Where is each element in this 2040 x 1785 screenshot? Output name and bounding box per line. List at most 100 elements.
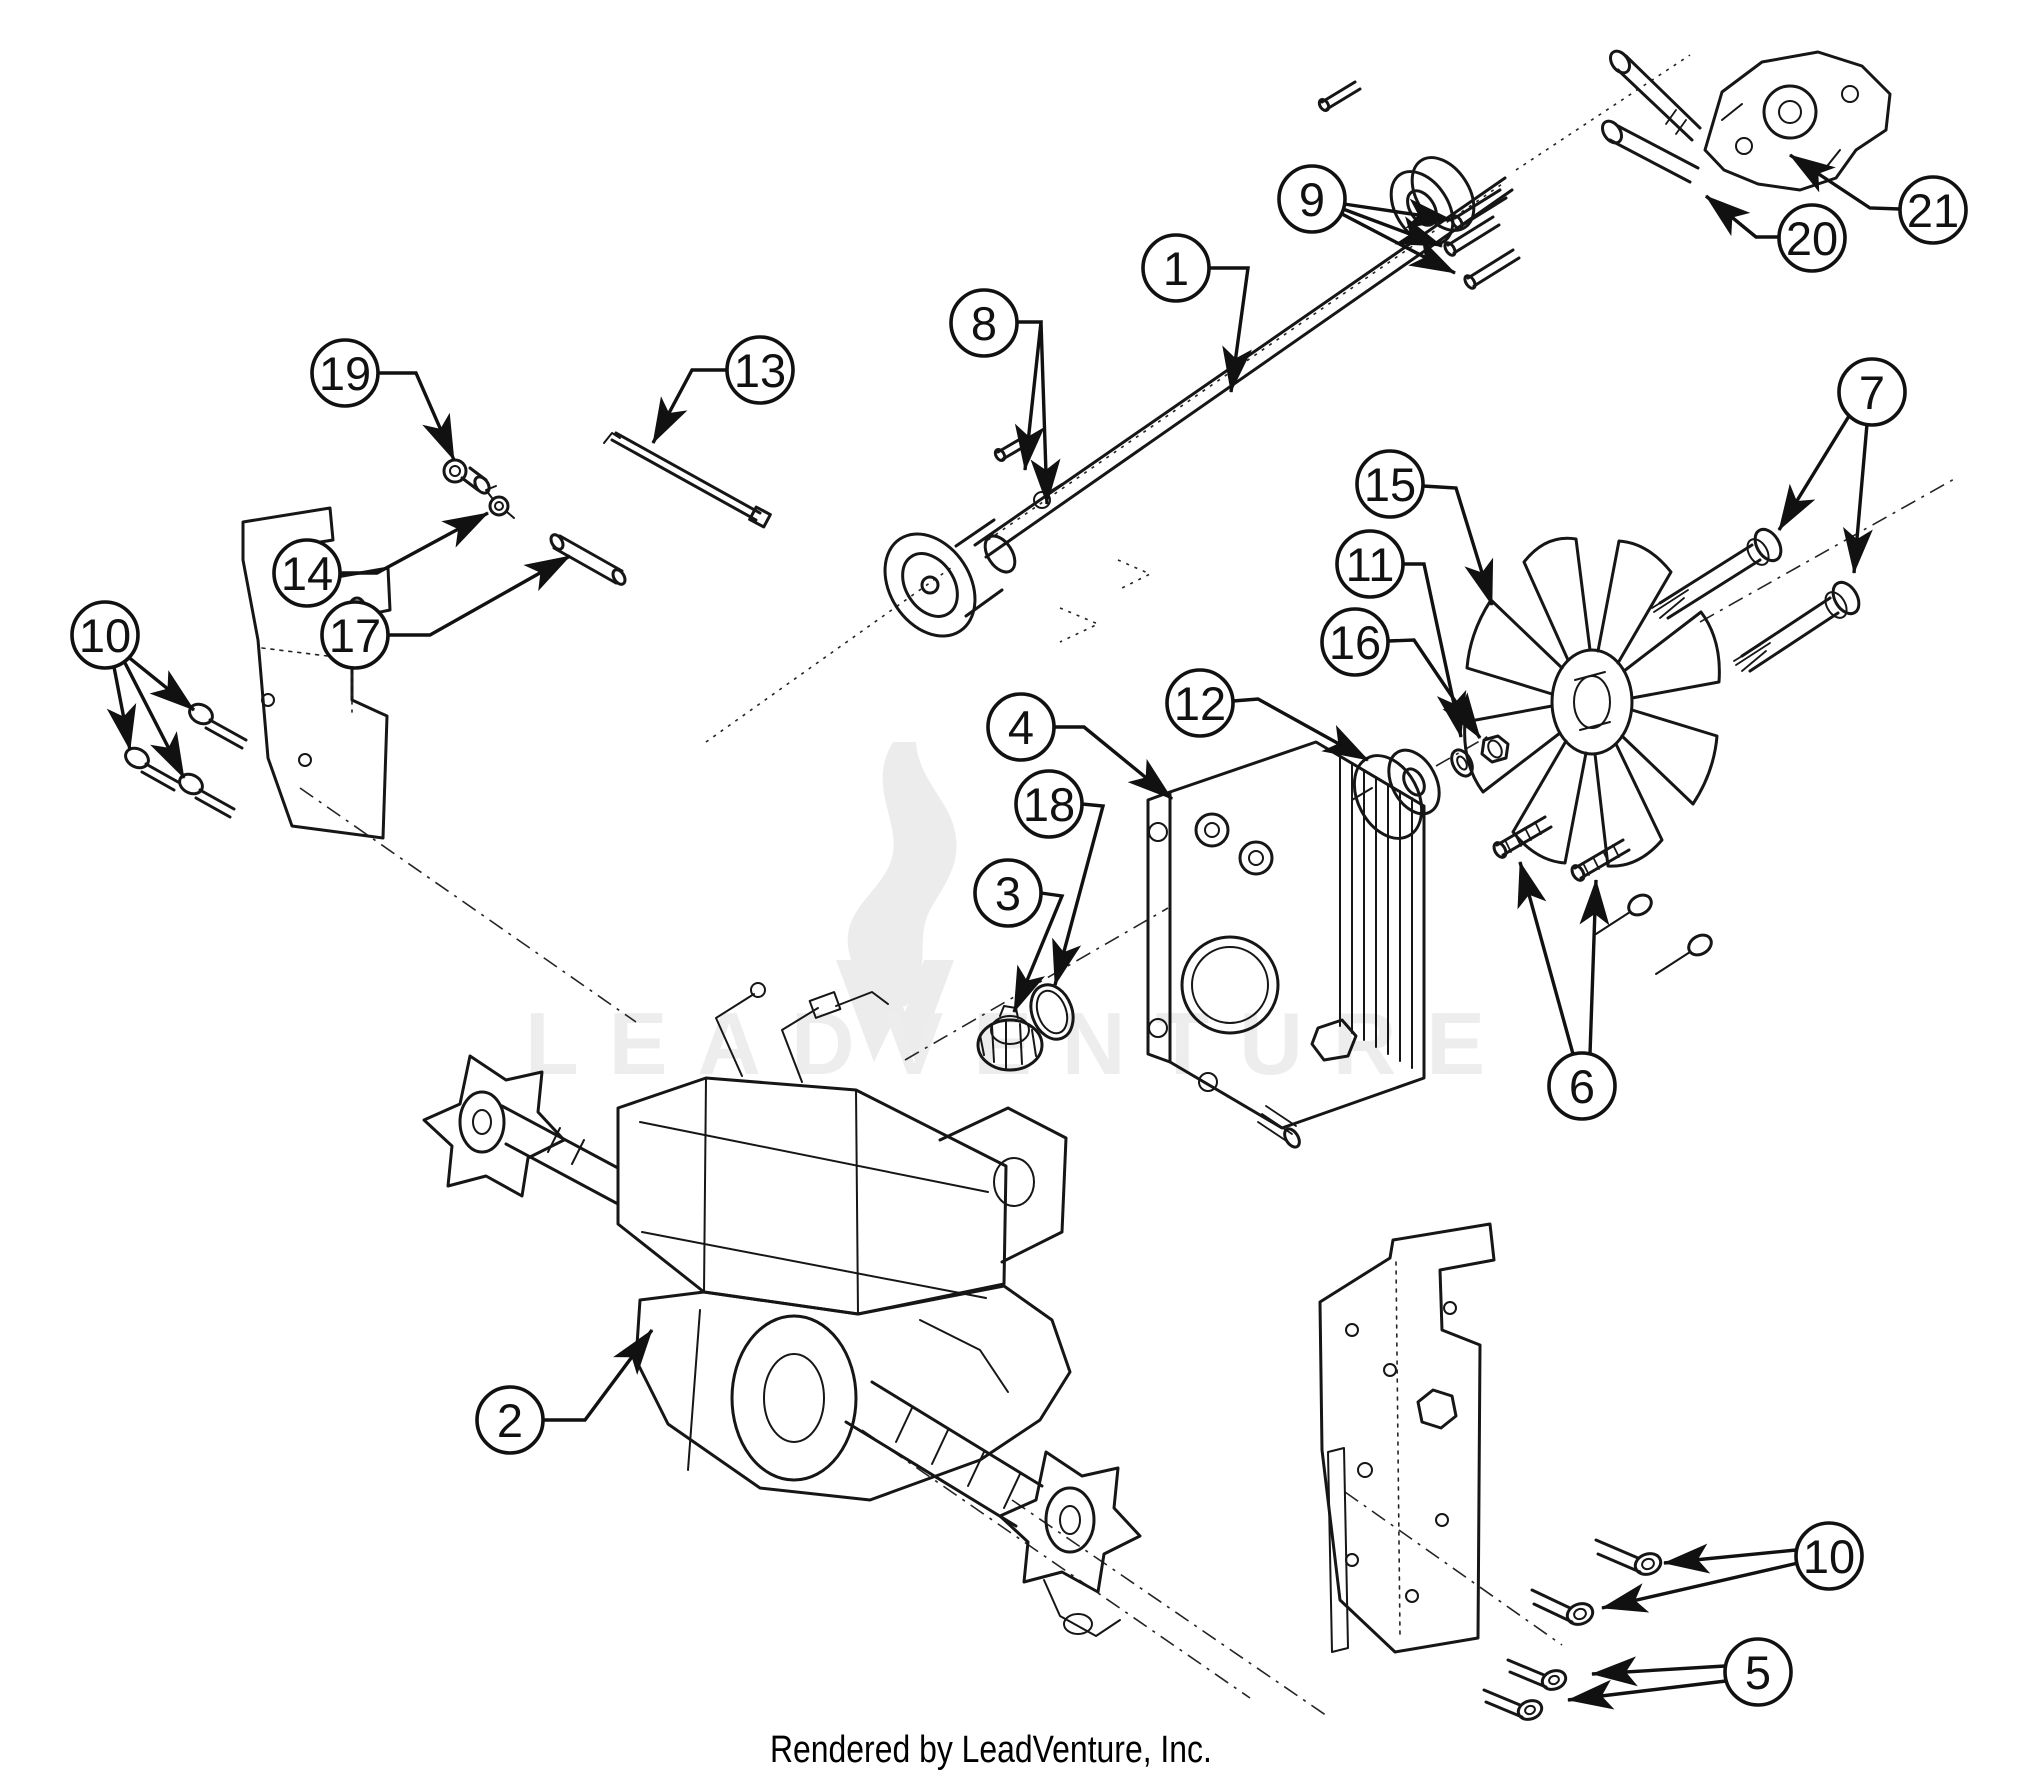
callout-17[interactable]: 17 bbox=[320, 554, 571, 670]
callout-3[interactable]: 3 bbox=[973, 858, 1065, 1013]
leader-arrow bbox=[1591, 1656, 1726, 1687]
balloon-number: 14 bbox=[281, 547, 333, 600]
cable-tie-drawing bbox=[603, 431, 772, 529]
leader-arrow bbox=[340, 511, 489, 575]
leader-arrow bbox=[651, 368, 727, 444]
leader-arrow bbox=[1030, 321, 1061, 505]
callout-21[interactable]: 21 bbox=[1789, 153, 1968, 245]
callout-4[interactable]: 4 bbox=[986, 692, 1174, 801]
leader-arrow bbox=[1579, 879, 1610, 1055]
leader-arrow bbox=[1209, 266, 1252, 393]
balloon-number: 12 bbox=[1174, 677, 1226, 730]
pump-bracket-drawing bbox=[1600, 49, 1892, 192]
balloon-number: 4 bbox=[1008, 701, 1034, 754]
balloon-circle[interactable] bbox=[1777, 203, 1847, 273]
callout-9[interactable]: 9 bbox=[1277, 164, 1456, 275]
callout-14[interactable]: 14 bbox=[272, 511, 489, 608]
callout-1[interactable]: 1 bbox=[1141, 233, 1252, 393]
balloon-circle[interactable] bbox=[1723, 1637, 1793, 1707]
clamp-drawing bbox=[485, 485, 515, 519]
washer-drawing bbox=[1450, 748, 1474, 778]
balloon-number: 10 bbox=[79, 609, 131, 662]
callout-20[interactable]: 20 bbox=[1704, 194, 1847, 273]
callout-18[interactable]: 18 bbox=[1014, 769, 1106, 986]
balloon-circle[interactable] bbox=[272, 538, 342, 608]
right-bracket-bolts-drawing bbox=[1530, 1538, 1663, 1626]
tube-drawing bbox=[549, 533, 627, 586]
balloon-circle[interactable] bbox=[1794, 1521, 1864, 1591]
balloon-circle[interactable] bbox=[475, 1385, 545, 1455]
drive-shaft-drawing bbox=[883, 156, 1514, 638]
balloon-number: 11 bbox=[1346, 538, 1395, 591]
callout-2[interactable]: 2 bbox=[475, 1328, 654, 1455]
callout-6[interactable]: 6 bbox=[1517, 861, 1617, 1121]
balloon-circle[interactable] bbox=[310, 338, 380, 408]
callout-13[interactable]: 13 bbox=[651, 335, 795, 444]
balloon-circle[interactable] bbox=[1277, 164, 1347, 234]
callout-12[interactable]: 12 bbox=[1165, 668, 1369, 762]
balloon-circle[interactable] bbox=[1335, 529, 1405, 599]
nut-drawing bbox=[1480, 734, 1510, 764]
transaxle-assembly-drawing bbox=[422, 982, 1142, 1637]
balloon-circle[interactable] bbox=[320, 600, 390, 670]
callout-10[interactable]: 10 bbox=[70, 600, 196, 779]
callout-19[interactable]: 19 bbox=[310, 338, 456, 461]
leader-arrow bbox=[106, 666, 137, 751]
leader-arrow bbox=[1704, 194, 1779, 239]
leader-arrow bbox=[1777, 415, 1851, 531]
balloon-number: 10 bbox=[1803, 1530, 1855, 1583]
balloon-number: 2 bbox=[497, 1394, 523, 1447]
bevel-gear-drawing bbox=[976, 1005, 1044, 1072]
leader-arrow bbox=[1403, 562, 1467, 738]
balloon-circle[interactable] bbox=[1320, 607, 1390, 677]
balloon-circle[interactable] bbox=[725, 335, 795, 405]
balloon-circle[interactable] bbox=[1141, 233, 1211, 303]
callout-7[interactable]: 7 bbox=[1777, 357, 1907, 574]
balloon-number: 5 bbox=[1745, 1646, 1771, 1699]
balloon-number: 7 bbox=[1859, 366, 1885, 419]
balloon-number: 16 bbox=[1329, 616, 1381, 669]
balloon-number: 17 bbox=[329, 609, 381, 662]
balloon-number: 8 bbox=[971, 297, 997, 350]
leader-arrow bbox=[1054, 725, 1174, 801]
leader-arrow bbox=[1012, 891, 1065, 1013]
callout-11[interactable]: 11 bbox=[1335, 529, 1467, 738]
leader-arrow bbox=[388, 554, 571, 637]
leader-arrow bbox=[1789, 153, 1901, 211]
balloon-number: 19 bbox=[319, 347, 371, 400]
balloon-number: 1 bbox=[1163, 242, 1189, 295]
right-bracket-drawing bbox=[1318, 1222, 1496, 1654]
balloon-circle[interactable] bbox=[973, 858, 1043, 928]
balloon-circle[interactable] bbox=[1014, 769, 1084, 839]
grease-fitting-drawing bbox=[442, 458, 491, 495]
balloon-circle[interactable] bbox=[1355, 449, 1425, 519]
balloon-circle[interactable] bbox=[1898, 175, 1968, 245]
callout-15[interactable]: 15 bbox=[1355, 449, 1494, 606]
fan-drawing bbox=[1463, 536, 1721, 868]
long-bolts-drawing bbox=[1651, 527, 1861, 673]
balloon-circle[interactable] bbox=[1837, 357, 1907, 427]
balloon-circle[interactable] bbox=[1547, 1051, 1617, 1121]
leadventure-v-icon bbox=[836, 960, 954, 1062]
balloon-number: 3 bbox=[995, 867, 1021, 920]
balloon-circle[interactable] bbox=[70, 600, 140, 670]
balloon-number: 18 bbox=[1023, 778, 1075, 831]
coupling-drawing bbox=[1351, 748, 1441, 840]
roll-pins-drawing bbox=[1317, 80, 1521, 290]
callout-5[interactable]: 5 bbox=[1567, 1637, 1793, 1710]
balloon-circle[interactable] bbox=[986, 692, 1056, 762]
balloon-number: 6 bbox=[1569, 1060, 1595, 1113]
callout-10[interactable]: 10 bbox=[1601, 1521, 1864, 1613]
leader-arrow bbox=[1341, 212, 1456, 275]
leader-arrow bbox=[378, 371, 456, 461]
leader-arrow bbox=[1601, 1561, 1799, 1613]
balloon-circle[interactable] bbox=[1165, 668, 1235, 738]
centerlines bbox=[299, 54, 1957, 1719]
leader-arrow bbox=[1387, 638, 1482, 739]
callout-16[interactable]: 16 bbox=[1320, 607, 1482, 739]
balloon-circle[interactable] bbox=[949, 288, 1019, 358]
callout-8[interactable]: 8 bbox=[949, 288, 1061, 505]
hydro-pump-drawing bbox=[1146, 740, 1426, 1149]
